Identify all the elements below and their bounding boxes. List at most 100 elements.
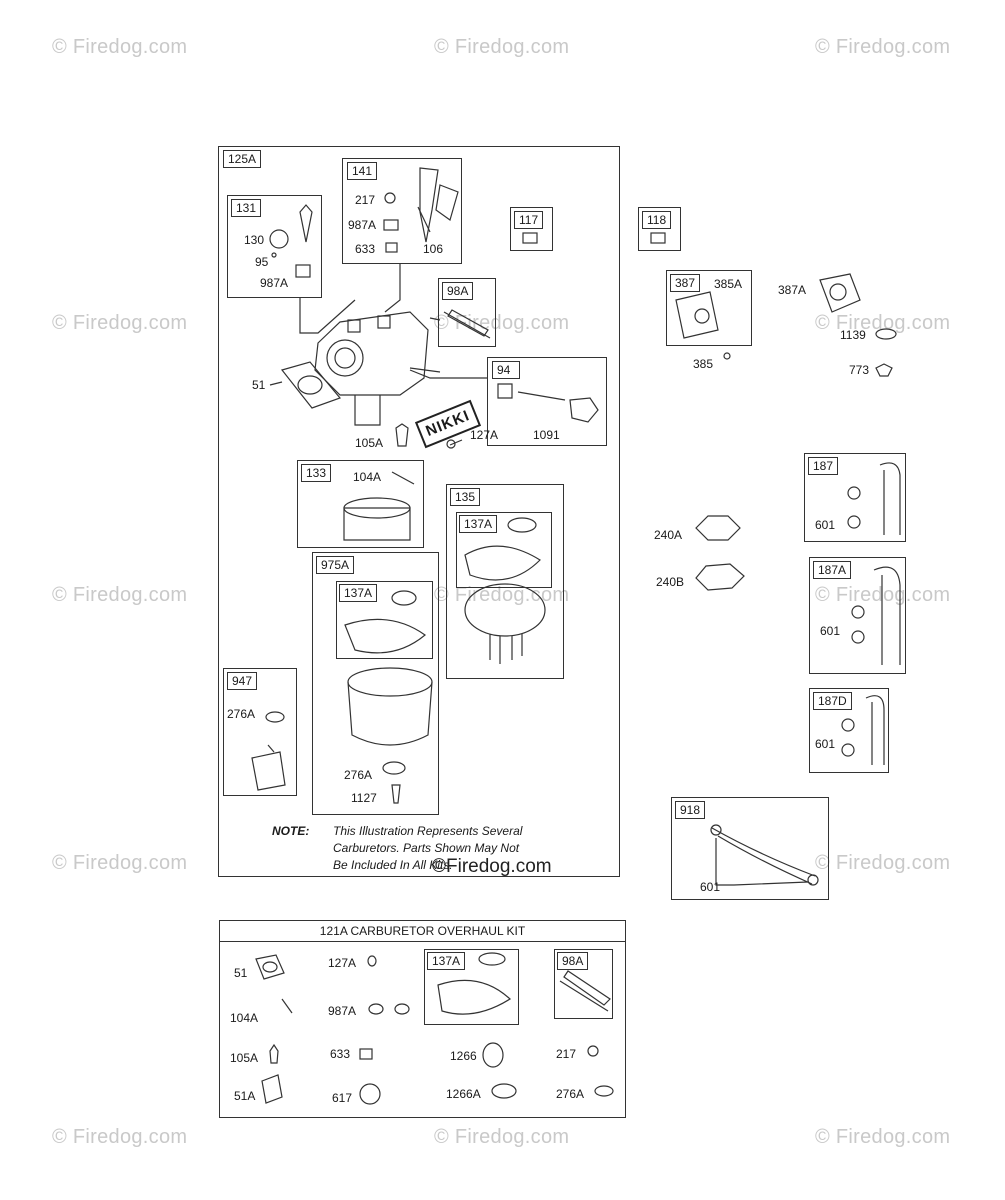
label-240B: 240B: [656, 575, 685, 589]
kit-part-box-137A: 137A: [424, 949, 519, 1025]
part-box-947: 947 276A: [223, 668, 297, 796]
part-box-141: 141 217 987A 633 106: [342, 158, 462, 264]
label-385A: 385A: [714, 277, 743, 291]
watermark: © Firedog.com: [52, 36, 188, 58]
kit-label-1266: 1266: [450, 1049, 477, 1063]
label-1127: 1127: [351, 791, 377, 805]
watermark: © Firedog.com: [815, 852, 951, 874]
bowl-plate: [464, 583, 546, 637]
watermark: © Firedog.com: [815, 1126, 951, 1148]
label-773: 773: [849, 363, 870, 377]
note-line-2: Carburetors. Parts Shown May Not: [333, 841, 520, 855]
label-130: 130: [244, 233, 265, 247]
note-line-3: Be Included In All Kits.: [333, 858, 453, 872]
callout-947[interactable]: 947: [227, 672, 258, 690]
part-box-918: 918 601: [671, 797, 829, 900]
part-box-94: 94 1091: [487, 357, 607, 446]
kit-label-51A: 51A: [234, 1089, 256, 1103]
overhaul-kit-frame: 121A CARBURETOR OVERHAUL KIT 51 104A 105…: [219, 920, 626, 1118]
callout-98A[interactable]: 98A: [557, 952, 589, 970]
part-box-137A: 137A: [336, 581, 433, 659]
label-987A: 987A: [260, 276, 289, 290]
callout-137A[interactable]: 137A: [459, 515, 498, 533]
callout-387[interactable]: 387: [670, 274, 701, 292]
leader-line: [299, 298, 356, 334]
callout-187D[interactable]: 187D: [813, 692, 852, 710]
kit-label-104A: 104A: [230, 1011, 259, 1025]
callout-187[interactable]: 187: [808, 457, 839, 475]
callout-98A[interactable]: 98A: [442, 282, 474, 300]
callout-118[interactable]: 118: [642, 211, 672, 229]
watermark: © Firedog.com: [434, 312, 570, 334]
part-box-117: 117: [510, 207, 553, 251]
callout-918[interactable]: 918: [675, 801, 706, 819]
callout-94[interactable]: 94: [492, 361, 520, 379]
watermark: © Firedog.com: [52, 312, 188, 334]
label-387A: 387A: [778, 283, 807, 297]
fuel-filter-240B: [695, 563, 745, 591]
watermark: © Firedog.com: [434, 1126, 570, 1148]
label-276A: 276A: [344, 768, 373, 782]
part-box-975A: 975A 137A 276A 1127: [312, 552, 439, 815]
watermark: © Firedog.com: [52, 1126, 188, 1148]
note-line-1: This Illustration Represents Several: [333, 824, 523, 838]
part-box-137A: 137A: [456, 512, 552, 588]
callout-137A[interactable]: 137A: [339, 584, 378, 602]
assembly-125A-frame: 125A: [218, 146, 620, 877]
kit-label-217: 217: [556, 1047, 577, 1061]
kit-label-617: 617: [332, 1091, 353, 1105]
label-240A: 240A: [654, 528, 683, 542]
watermark: © Firedog.com: [52, 584, 188, 606]
callout-133[interactable]: 133: [301, 464, 332, 482]
part-box-133: 133 104A: [297, 460, 424, 548]
fuel-filter-240A: [695, 515, 741, 541]
gasket-51: [280, 361, 342, 409]
kit-label-1266A: 1266A: [446, 1087, 481, 1101]
kit-label-51: 51: [234, 966, 248, 980]
label-127A: 127A: [470, 428, 499, 442]
part-box-187: 187 601: [804, 453, 906, 542]
label-105A: 105A: [355, 436, 384, 450]
callout-141[interactable]: 141: [347, 162, 378, 180]
callout-137A[interactable]: 137A: [427, 952, 466, 970]
kit-part-box-98A: 98A: [554, 949, 613, 1019]
callout-117[interactable]: 117: [514, 211, 544, 229]
part-box-98A: 98A: [438, 278, 496, 347]
float-bowl: [347, 667, 433, 697]
callout-131[interactable]: 131: [231, 199, 262, 217]
label-601: 601: [700, 880, 721, 894]
leader-line: [449, 439, 463, 446]
watermark: © Firedog.com: [52, 852, 188, 874]
kit-title: 121A CARBURETOR OVERHAUL KIT: [220, 921, 625, 942]
solenoid-1091: [569, 397, 599, 423]
leader-line: [269, 381, 283, 386]
callout-975A[interactable]: 975A: [316, 556, 355, 574]
label-601: 601: [815, 737, 836, 751]
label-987A: 987A: [348, 218, 377, 232]
callout-187A[interactable]: 187A: [813, 561, 852, 579]
note-title: NOTE:: [272, 824, 310, 838]
part-box-131: 131 130 95 987A: [227, 195, 322, 298]
watermark: © Firedog.com: [815, 36, 951, 58]
kit-label-987A: 987A: [328, 1004, 357, 1018]
label-217: 217: [355, 193, 376, 207]
kit-label-276A: 276A: [556, 1087, 585, 1101]
label-95: 95: [255, 255, 269, 269]
kit-line-art: [255, 952, 614, 1105]
carburetor-body: [314, 311, 429, 396]
label-601: 601: [815, 518, 836, 532]
label-104A: 104A: [353, 470, 382, 484]
callout-125A[interactable]: 125A: [223, 150, 262, 168]
part-box-118: 118: [638, 207, 681, 251]
label-106: 106: [423, 242, 444, 256]
label-633: 633: [355, 242, 376, 256]
kit-label-105A: 105A: [230, 1051, 259, 1065]
label-601: 601: [820, 624, 841, 638]
kit-label-633: 633: [330, 1047, 351, 1061]
part-box-187A: 187A 601: [809, 557, 906, 674]
callout-135[interactable]: 135: [450, 488, 481, 506]
part-box-135: 135 137A: [446, 484, 564, 679]
leader-line: [429, 317, 441, 321]
label-1091: 1091: [533, 428, 560, 442]
